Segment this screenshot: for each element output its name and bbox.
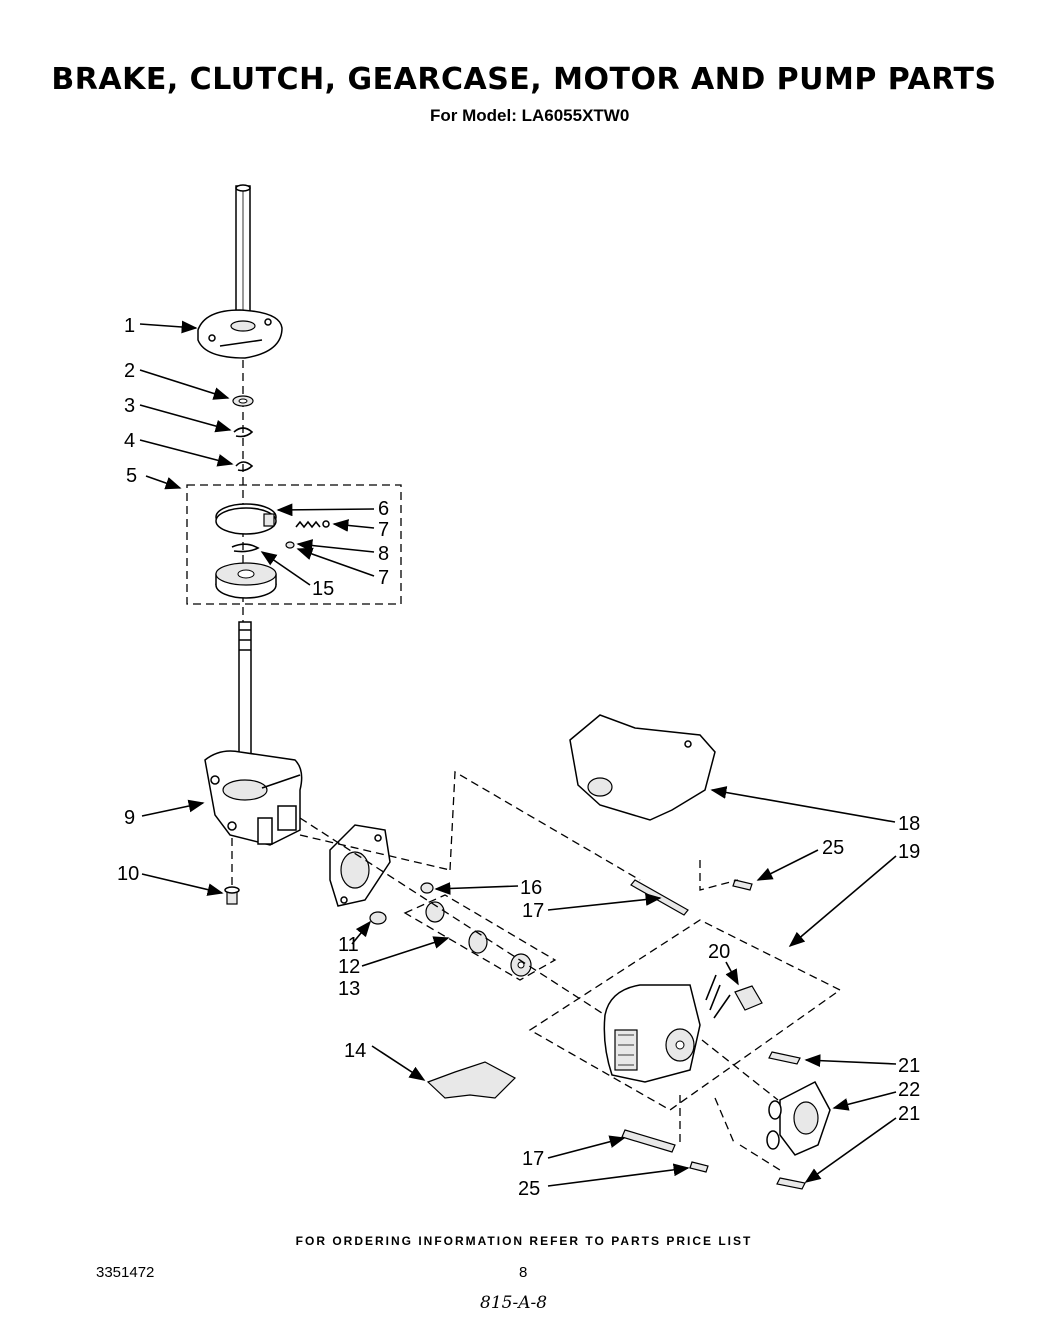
callout-5: 5 xyxy=(126,465,137,487)
callout-25-upper: 25 xyxy=(822,837,844,859)
callout-15: 15 xyxy=(312,578,334,600)
callout-9: 9 xyxy=(124,807,135,829)
part-19-motor-box xyxy=(528,919,842,1111)
part-10-bolt xyxy=(224,886,240,905)
callout-1: 1 xyxy=(124,315,135,337)
part-19-motor xyxy=(603,984,701,1083)
part-21-clip-upper xyxy=(768,1051,801,1065)
callout-10: 10 xyxy=(117,863,139,885)
callout-8: 8 xyxy=(378,543,389,565)
callout-17-upper: 17 xyxy=(522,900,544,922)
callout-2: 2 xyxy=(124,360,135,382)
page-number: 8 xyxy=(519,1264,528,1281)
callout-7-lower: 7 xyxy=(378,567,389,589)
callout-4: 4 xyxy=(124,430,135,452)
clutch-pulley xyxy=(215,562,277,599)
part-6-band xyxy=(215,503,277,535)
callout-21-upper: 21 xyxy=(898,1055,920,1077)
upper-shaft xyxy=(235,184,251,327)
callout-13: 13 xyxy=(338,978,360,1000)
part-16-screw xyxy=(420,882,434,894)
callout-11: 11 xyxy=(338,934,359,956)
callout-18: 18 xyxy=(898,813,920,835)
callout-17-lower: 17 xyxy=(522,1148,544,1170)
callout-16: 16 xyxy=(520,877,542,899)
part-5-clutch-assembly-box xyxy=(186,484,402,605)
part-3-clip xyxy=(233,427,254,438)
part-4-ring xyxy=(235,461,254,472)
part-15-clip xyxy=(231,543,260,553)
callout-22: 22 xyxy=(898,1079,920,1101)
part-22-pump xyxy=(766,1080,831,1156)
pump-cover-plate xyxy=(329,824,391,907)
leader-lines xyxy=(139,320,897,1187)
lower-shaft xyxy=(238,621,252,763)
callout-12: 12 xyxy=(338,956,360,978)
part-13-impellers xyxy=(425,901,532,977)
part-1-plate xyxy=(197,309,283,359)
callout-25-lower: 25 xyxy=(518,1178,540,1200)
document-number: 3351472 xyxy=(96,1264,155,1281)
callout-7-upper: 7 xyxy=(378,519,389,541)
part-17-rod-lower xyxy=(621,1129,676,1153)
part-9-gearcase xyxy=(204,750,303,846)
part-2-washer xyxy=(232,395,254,407)
part-20-capacitor xyxy=(705,974,763,1019)
handwritten-note: 815-A-8 xyxy=(480,1293,548,1313)
callout-14: 14 xyxy=(344,1040,366,1062)
page-title: BRAKE, CLUTCH, GEARCASE, MOTOR AND PUMP … xyxy=(51,62,997,97)
ordering-note: FOR ORDERING INFORMATION REFER TO PARTS … xyxy=(295,1234,753,1248)
callout-3: 3 xyxy=(124,395,135,417)
part-25-bolt-upper xyxy=(732,879,753,891)
callout-21-lower: 21 xyxy=(898,1103,920,1125)
callout-6: 6 xyxy=(378,498,389,520)
part-14-gasket xyxy=(426,1061,516,1099)
part-8-spring xyxy=(285,520,330,549)
part-18-panel xyxy=(569,714,716,821)
part-12-plug xyxy=(369,911,387,925)
callout-19: 19 xyxy=(898,841,920,863)
part-21-clip-lower xyxy=(776,1177,806,1190)
part-13-box xyxy=(403,894,557,981)
model-subtitle: For Model: LA6055XTW0 xyxy=(430,106,630,125)
callout-20: 20 xyxy=(708,941,730,963)
part-25-bolt-lower xyxy=(689,1161,709,1173)
